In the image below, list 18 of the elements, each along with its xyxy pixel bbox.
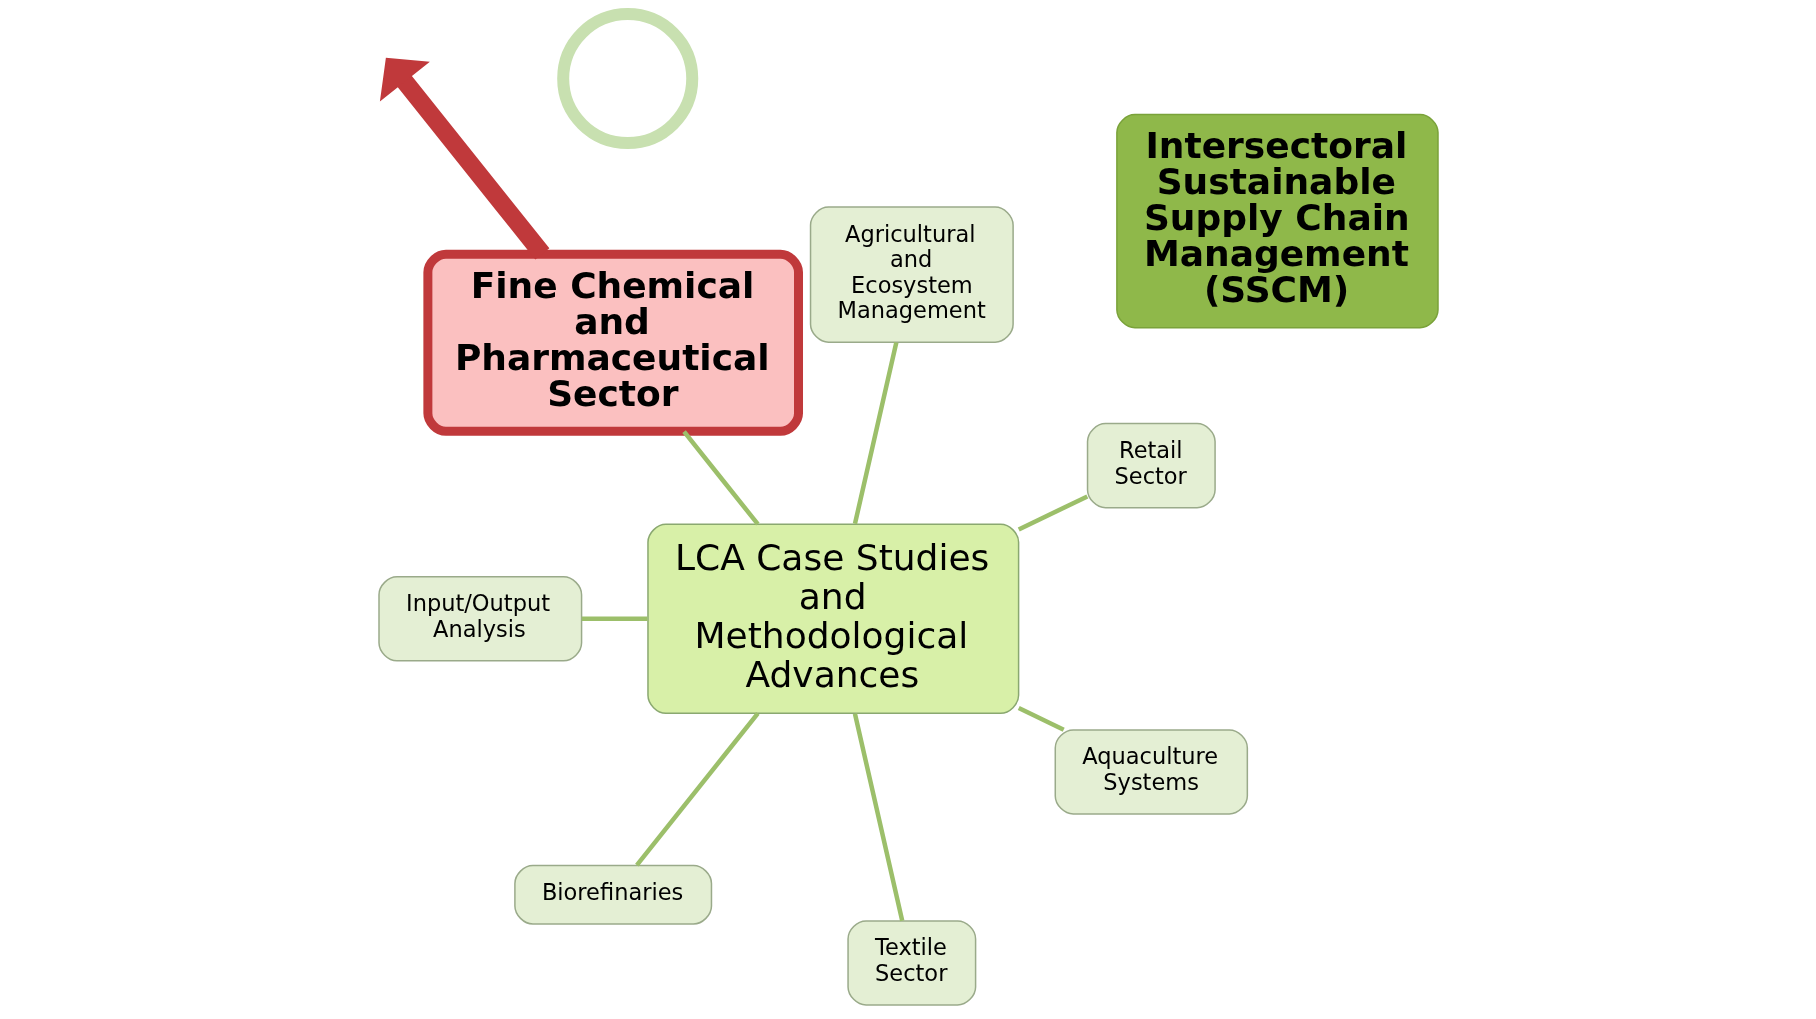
connector	[581, 616, 647, 622]
arrow	[379, 57, 549, 260]
node-box: Fine Chemical and Pharmaceutical Sector	[422, 249, 803, 436]
node-box: Agricultural and Ecosystem Management	[809, 206, 1014, 343]
node-box: Aquaculture Systems	[1054, 729, 1248, 815]
node-box: LCA Case Studies and Methodological Advances	[646, 523, 1019, 715]
connector	[681, 430, 760, 526]
node-box: Textile Sector	[846, 920, 976, 1006]
connector	[852, 342, 898, 525]
node-box: Input/Output Analysis	[377, 576, 582, 662]
connector	[1017, 706, 1065, 732]
node-box: Biorefinaries	[513, 864, 712, 925]
connector	[1017, 494, 1088, 532]
connector	[634, 711, 760, 867]
connector	[852, 713, 904, 922]
node-box: Intersectoral Sustainable Supply Chain Management (SSCM)	[1115, 113, 1439, 329]
node-circle	[556, 8, 698, 150]
node-box: Retail Sector	[1086, 422, 1216, 509]
